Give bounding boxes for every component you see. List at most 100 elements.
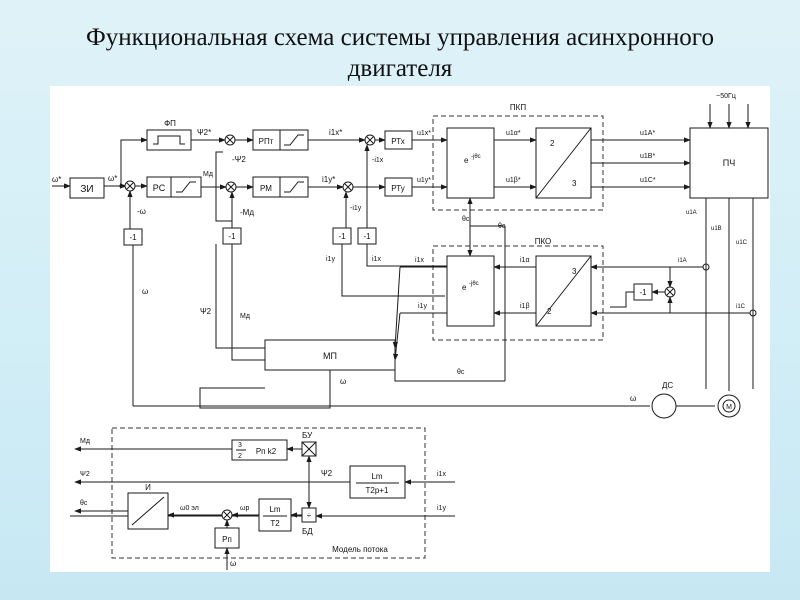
zi-block [69, 177, 105, 199]
motor-label: М [726, 404, 732, 411]
u1a-label: u1A [686, 210, 697, 216]
neg-i1y-label: -i1y [350, 205, 362, 212]
ds-label: ДС [662, 381, 673, 390]
i1b-label: i1β [520, 303, 529, 310]
functional-diagram: ПКП ПКО Модель потока ω* ЗИ ω* РС Мд -ω … [52, 93, 769, 570]
i1x-ref-label: i1x* [329, 128, 342, 137]
mp-block [264, 339, 396, 371]
bu-label: БУ [302, 431, 313, 440]
neg-md-label: -Мд [240, 208, 254, 217]
svg-text:÷: ÷ [307, 511, 312, 520]
i1a-label: i1α [520, 257, 530, 264]
mz-label: Мд [203, 171, 213, 178]
motor [717, 394, 741, 418]
omega-mp-label: ω [340, 377, 346, 386]
pch-block [689, 127, 769, 199]
u1b-ref-label: u1β* [506, 177, 521, 184]
rty-label: РТу [391, 184, 404, 193]
ua-ref-label: u1A* [640, 130, 655, 137]
rp-label: Рп [222, 535, 232, 544]
rpt-label: РПт [259, 137, 274, 146]
fm-psi2-label: Ψ2 [80, 471, 90, 478]
fm-i1x-label: i1x [437, 471, 446, 478]
neg-omega-label: -ω [137, 207, 146, 216]
omega-sensor-label: ω [630, 394, 636, 403]
flux-model-frame [111, 427, 426, 559]
flux-model-label: Модель потока [332, 545, 388, 554]
ub-ref-label: u1B* [640, 153, 655, 160]
svg-text:T2: T2 [270, 519, 280, 528]
svg-text:-1: -1 [639, 288, 647, 297]
svg-text:3: 3 [572, 267, 577, 276]
slide-title: Функциональная схема системы управления … [0, 22, 800, 84]
svg-text:3: 3 [572, 179, 577, 188]
slide-title-line1: Функциональная схема системы управления … [86, 24, 714, 51]
u1x-ref-label: u1x* [417, 130, 431, 137]
pko-frame [432, 245, 604, 341]
fm-theta-label: θс [80, 500, 88, 507]
rot-fwd-label: e [464, 156, 469, 165]
pkp-label: ПКП [510, 103, 526, 112]
omega-r-label: ωр [240, 505, 249, 512]
omega-ref-input-label: ω* [52, 175, 61, 184]
svg-text:2: 2 [238, 453, 242, 460]
bd-label: БД [302, 527, 313, 536]
diagram-panel: ПКП ПКО Модель потока ω* ЗИ ω* РС Мд -ω … [50, 86, 770, 572]
u1c-label: u1C [736, 240, 748, 246]
fm-md-label: Мд [80, 438, 90, 445]
omega0-label: ω0 эл [180, 505, 199, 512]
omega-ref-label: ω* [108, 174, 117, 183]
u1b-label: u1B [711, 226, 722, 232]
fm-i1y-label: i1y [437, 505, 446, 512]
uc-ref-label: u1C* [640, 177, 656, 184]
u1a-ref-label: u1α* [506, 130, 521, 137]
svg-text:-1: -1 [129, 233, 137, 242]
svg-text:-1: -1 [228, 232, 236, 241]
svg-text:3: 3 [238, 442, 242, 449]
integrator-label: И [145, 483, 151, 492]
rm-label: РМ [260, 184, 272, 193]
rot-inv-label: e [462, 283, 467, 292]
rot-fwd-block [446, 127, 495, 199]
fm-omega-label: ω [230, 559, 236, 568]
i1x-out-label: i1x [415, 257, 424, 264]
pch-label: ПЧ [723, 158, 735, 168]
neg-psi2-label: -Ψ2 [232, 155, 246, 164]
fb-i1x-label: i1x [372, 256, 381, 263]
lm-t2p1-block [349, 465, 406, 499]
svg-text:2: 2 [550, 139, 555, 148]
rs-label: РС [153, 183, 166, 193]
theta-c-label-2: θс [498, 223, 506, 230]
fp-block [146, 129, 192, 151]
psi2-hat-label: Ψ2 [200, 307, 212, 316]
neg-i1x-label: -i1x [372, 157, 384, 164]
svg-text:Lm: Lm [269, 505, 280, 514]
svg-text:T2p+1: T2p+1 [366, 486, 389, 495]
svg-text:-1: -1 [338, 232, 346, 241]
rtx-label: РТх [391, 137, 405, 146]
rpk2-label: Рп k2 [256, 447, 277, 456]
svg-text:-1: -1 [363, 232, 371, 241]
rot-inv-block [446, 255, 495, 327]
ds-sensor [651, 393, 677, 419]
fb-i1y-label: i1y [326, 256, 335, 263]
slide-title-line2: двигателя [347, 55, 453, 82]
ia-sense-label: i1A [678, 258, 687, 264]
mains-label: ~50Гц [716, 93, 736, 100]
pko-label: ПКО [535, 237, 552, 246]
i1y-out-label: i1y [418, 303, 427, 310]
svg-text:Lm: Lm [371, 472, 382, 481]
fm-psi2-inner-label: Ψ2 [321, 469, 333, 478]
theta-c-label-1: θс [462, 216, 470, 223]
svg-text:2: 2 [547, 307, 552, 316]
mp-label: МП [323, 351, 337, 361]
i1y-ref-label: i1y* [322, 175, 335, 184]
psi2-ref-label: Ψ2* [197, 128, 211, 137]
fp-label: ФП [164, 119, 176, 128]
svg-text:-jθс: -jθс [469, 281, 479, 287]
svg-text:-jθс: -jθс [471, 154, 481, 160]
omega-feedback-label: ω [142, 287, 148, 296]
md-hat-label: Мд [240, 313, 250, 320]
theta-c-label-3: θс [457, 369, 465, 376]
u1y-ref-label: u1y* [417, 177, 431, 184]
